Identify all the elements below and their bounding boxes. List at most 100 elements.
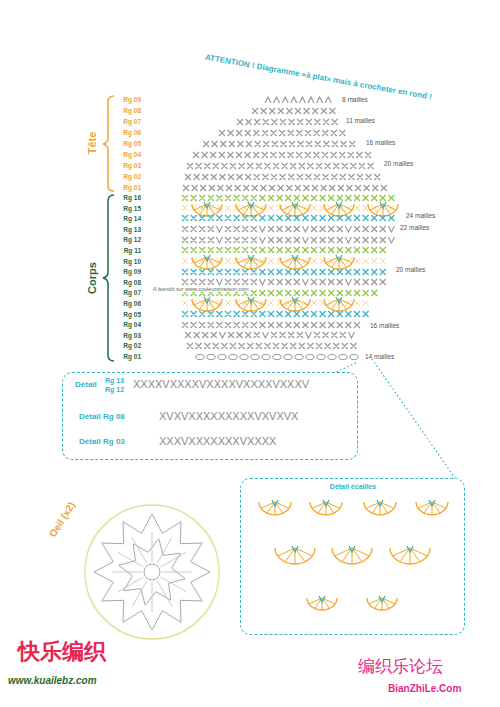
circle-outline: [85, 505, 219, 639]
scale-stitch: [192, 204, 222, 216]
scale-stitch: [275, 548, 315, 564]
section-label: Tête: [86, 132, 98, 155]
stitch-row: [237, 119, 338, 125]
scale-stitch: [236, 204, 266, 216]
row-label: Rg 09: [123, 96, 141, 103]
scale-stitch: [368, 204, 398, 216]
eye-motif: [94, 514, 210, 630]
detail-title: Détail Rg 08: [79, 413, 125, 422]
increase-stitch: [204, 297, 210, 303]
stitch-row: [182, 247, 386, 253]
leader-line: [372, 359, 455, 478]
stitch-row: [185, 174, 380, 180]
chain-stitch: [273, 354, 281, 359]
chain-stitch: [350, 354, 358, 359]
scale-spokes: [393, 548, 428, 564]
stitch-count: 20 mailles: [384, 160, 413, 167]
scale-spokes: [282, 204, 308, 216]
chain-stitch: [229, 354, 237, 359]
scale-stitch: [324, 299, 354, 311]
scale-spokes: [370, 204, 396, 216]
stitch-sequence: XVXVXXXXXXXXXVXVXVX: [159, 410, 298, 422]
scale-spokes: [418, 502, 446, 515]
scale-spokes: [309, 598, 335, 610]
section-bracket: [103, 96, 114, 191]
row-label: Rg 07: [123, 118, 141, 125]
stitch-count: 20 mailles: [396, 266, 425, 273]
row-label: Rg 07: [123, 290, 141, 297]
scale-spokes: [194, 257, 220, 269]
increase-stitch: [380, 202, 386, 208]
scale-stitch: [324, 257, 354, 269]
scale-stitch: [332, 548, 372, 564]
stitch-row: [219, 130, 345, 136]
stitch-row: [265, 97, 331, 103]
row-label: Rg 14: [123, 216, 141, 223]
increase-stitch: [248, 255, 254, 261]
increase-stitch: [377, 500, 383, 506]
increase-stitch: [407, 546, 413, 552]
scale-spokes: [282, 257, 308, 269]
circle-outline: [82, 502, 222, 642]
detail-title: Détail Rg 03: [79, 438, 125, 447]
scale-spokes: [326, 299, 352, 311]
stitch-count: 14 mailles: [365, 353, 394, 360]
chain-stitch: [251, 354, 259, 359]
scale-spokes: [194, 204, 220, 216]
scale-stitch: [236, 257, 266, 269]
row-label: Rg 08: [123, 279, 141, 286]
stitch-sequence: XXXVXXXXXXXVXXXX: [159, 435, 276, 447]
chain-stitch: [262, 354, 270, 359]
stitch-row: [182, 215, 394, 221]
stitch-row: [182, 279, 386, 285]
row-label: Rg 05: [123, 311, 141, 318]
eye-ring: [144, 564, 160, 580]
stitch-row: [182, 269, 386, 275]
row-label: Rg 15: [123, 205, 141, 212]
scale-stitch: [280, 299, 310, 311]
stitch-row: [252, 108, 335, 114]
stitch-row: [182, 226, 394, 232]
scale-stitch: [280, 204, 310, 216]
scale-stitch: [192, 299, 222, 311]
scale-spokes: [326, 257, 352, 269]
row-label: Rg 03: [123, 332, 141, 339]
chain-stitch: [218, 354, 226, 359]
stitch-row: [183, 185, 387, 191]
scale-spokes: [282, 299, 308, 311]
row-label: Rg 10: [123, 258, 141, 265]
detail-title: Détail écailles: [330, 483, 376, 491]
stitch-row: [185, 332, 354, 338]
increase-stitch: [379, 596, 385, 602]
eye-outline: [94, 514, 210, 630]
row-label: Rg 04: [123, 322, 141, 329]
watermark: 编织乐论坛: [358, 657, 443, 676]
stitch-row: [187, 343, 356, 349]
stitch-sequence: XXXXVXXXXVXXXXVXXXXVXXXV: [133, 378, 309, 390]
chain-stitch: [207, 354, 215, 359]
watermark: BianZhiLe.Com: [388, 683, 461, 694]
scale-spokes: [366, 502, 394, 515]
increase-stitch: [204, 202, 210, 208]
increase-stitch: [319, 596, 325, 602]
stitch-count: 22 mailles: [400, 224, 429, 231]
stitch-row: [203, 141, 355, 147]
chain-stitch: [328, 354, 336, 359]
row-label: Rg 02: [123, 173, 141, 180]
chain-stitch: [284, 354, 292, 359]
increase-stitch: [336, 297, 342, 303]
row-label: Rg 13: [123, 226, 141, 233]
scale-spokes: [369, 598, 395, 610]
increase-stitch: [272, 500, 278, 506]
row-label: Rg 01: [123, 353, 141, 360]
stitch-row: [182, 195, 394, 201]
eye-circle: Oeil (x2): [82, 502, 222, 642]
watermark: 快乐编织: [18, 640, 106, 664]
scale-stitch: [192, 257, 222, 269]
section-label: Corps: [86, 262, 98, 294]
stitch-row: [182, 237, 394, 243]
increase-stitch: [336, 202, 342, 208]
scale-spokes: [312, 502, 340, 515]
scale-spokes: [261, 502, 289, 515]
